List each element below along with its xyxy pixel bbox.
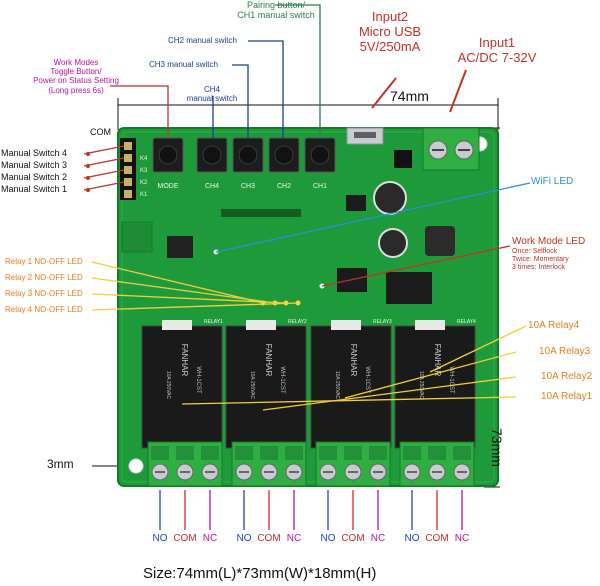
capacitor-2 xyxy=(378,228,408,258)
capacitor-1 xyxy=(373,181,407,215)
work-modes-label: Work Modes Toggle Button/ Power on Statu… xyxy=(33,58,119,95)
svg-text:RELAY1: RELAY1 xyxy=(204,319,223,325)
svg-text:RELAY4: RELAY4 xyxy=(457,319,476,325)
terminal-label-no: NO xyxy=(320,533,336,544)
manual-switch-4-label: Manual Switch 4 xyxy=(1,148,68,158)
svg-text:RELAY3: RELAY3 xyxy=(373,319,392,325)
svg-text:WH-1CST: WH-1CST xyxy=(448,366,454,394)
relay-1-label: 10A Relay1 xyxy=(541,391,593,402)
ch3-switch-label: CH3 manual switch xyxy=(149,60,218,69)
relay-4-led-label: Relay 4 NO-OFF LED xyxy=(5,305,83,314)
terminal-label-no: NO xyxy=(404,533,420,544)
svg-text:WH-1CST: WH-1CST xyxy=(279,366,285,394)
size-caption: Size:74mm(L)*73mm(W)*18mm(H) xyxy=(143,565,377,582)
svg-text:CH3: CH3 xyxy=(241,183,255,190)
terminal-block-3 xyxy=(315,441,391,487)
button-ch2[interactable]: CH2 xyxy=(268,137,300,190)
svg-text:WH-1CST: WH-1CST xyxy=(364,366,370,394)
wifi-led-label: WiFi LED xyxy=(531,176,574,187)
svg-text:K2: K2 xyxy=(140,180,148,186)
svg-text:K4: K4 xyxy=(140,156,148,162)
driver-chip xyxy=(386,272,432,304)
output-terminals xyxy=(147,441,475,487)
channel-buttons: MODE CH4 CH3 CH2 CH1 xyxy=(152,137,336,190)
terminal-label-nc: NC xyxy=(202,533,218,544)
manual-switch-3-label: Manual Switch 3 xyxy=(1,160,68,170)
width-dimension-label: 74mm xyxy=(390,88,429,104)
terminal-label-com: COM xyxy=(257,533,281,544)
terminal-label-no: NO xyxy=(152,533,168,544)
svg-text:MODE: MODE xyxy=(158,183,179,190)
regulator-chip xyxy=(346,195,366,211)
pin-header xyxy=(221,209,301,217)
pairing-label: Pairing button/ CH1 manual switch xyxy=(237,0,315,21)
dimension-width xyxy=(117,98,499,130)
input1-label: Input1 AC/DC 7-32V xyxy=(457,35,537,65)
relay-1: FANHAR WH-1CST 10A 250VAC RELAY1 xyxy=(141,319,223,449)
svg-text:10A 250VAC: 10A 250VAC xyxy=(165,371,171,400)
button-ch3[interactable]: CH3 xyxy=(232,137,264,190)
svg-text:CH2: CH2 xyxy=(277,183,291,190)
inductor xyxy=(425,226,455,256)
svg-text:WH-1CST: WH-1CST xyxy=(195,366,201,394)
work-mode-led-label: Work Mode LED Once: Selflock Twice: Mome… xyxy=(512,236,586,271)
relay-2-label: 10A Relay2 xyxy=(541,371,593,382)
svg-text:CH4: CH4 xyxy=(205,183,219,190)
terminal-label-nc: NC xyxy=(286,533,302,544)
terminal-block-1 xyxy=(147,441,223,487)
terminal-leaders xyxy=(159,490,463,530)
relay-2: FANHAR WH-1CST 10A 250VAC RELAY2 xyxy=(225,319,307,449)
svg-text:FANHAR: FANHAR xyxy=(180,344,189,377)
svg-text:10A 250VAC: 10A 250VAC xyxy=(249,371,255,400)
com-label: COM xyxy=(90,127,111,137)
svg-text:CH1: CH1 xyxy=(313,183,327,190)
manual-switch-2-label: Manual Switch 2 xyxy=(1,172,68,182)
button-ch4[interactable]: CH4 xyxy=(196,137,228,190)
terminal-label-nc: NC xyxy=(370,533,386,544)
svg-text:RELAY2: RELAY2 xyxy=(288,319,307,325)
relay-4: FANHAR WH-1CST 10A 250VAC RELAY4 xyxy=(394,319,476,449)
terminal-block-4 xyxy=(399,441,475,487)
leader-lines xyxy=(83,4,531,411)
header-pins xyxy=(124,142,132,198)
svg-text:K3: K3 xyxy=(140,168,148,174)
manual-switch-1-label: Manual Switch 1 xyxy=(1,184,68,194)
switch-dots xyxy=(86,152,90,192)
terminal-label-no: NO xyxy=(236,533,252,544)
antenna-area xyxy=(121,221,153,253)
terminal-block-2 xyxy=(231,441,307,487)
ch4-switch-label: CH4 manual switch xyxy=(186,85,238,104)
terminal-label-com: COM xyxy=(341,533,365,544)
height-dimension-label: 73mm xyxy=(489,428,505,467)
relay-2-led-label: Relay 2 NO-OFF LED xyxy=(5,273,83,282)
svg-text:FANHAR: FANHAR xyxy=(349,344,358,377)
svg-text:K1: K1 xyxy=(140,192,148,198)
svg-text:FANHAR: FANHAR xyxy=(264,344,273,377)
ch2-switch-label: CH2 manual switch xyxy=(168,36,237,45)
header-labels: K4 K3 K2 K1 xyxy=(140,156,148,198)
button-ch1[interactable]: CH1 xyxy=(304,137,336,190)
terminal-label-com: COM xyxy=(173,533,197,544)
relay-3: FANHAR WH-1CST 10A 250VAC RELAY3 xyxy=(310,319,392,449)
wifi-module xyxy=(167,236,193,258)
relay-3-label: 10A Relay3 xyxy=(539,346,591,357)
hole-dimension-label: 3mm xyxy=(47,457,74,471)
mount-hole xyxy=(128,458,144,474)
relay-1-led-label: Relay 1 NO-OFF LED xyxy=(5,257,83,266)
pcb-shade xyxy=(121,131,495,483)
terminal-label-com: COM xyxy=(425,533,449,544)
relay-3-led-label: Relay 3 NO-OFF LED xyxy=(5,289,83,298)
micro-usb-slot xyxy=(354,132,376,138)
svg-text:10A 250VAC: 10A 250VAC xyxy=(418,371,424,400)
svg-text:FANHAR: FANHAR xyxy=(433,344,442,377)
input2-label: Input2 Micro USB 5V/250mA xyxy=(358,9,422,54)
terminal-label-nc: NC xyxy=(454,533,470,544)
diode xyxy=(394,150,412,168)
relay-4-label: 10A Relay4 xyxy=(528,320,580,331)
svg-text:10A 250VAC: 10A 250VAC xyxy=(334,371,340,400)
